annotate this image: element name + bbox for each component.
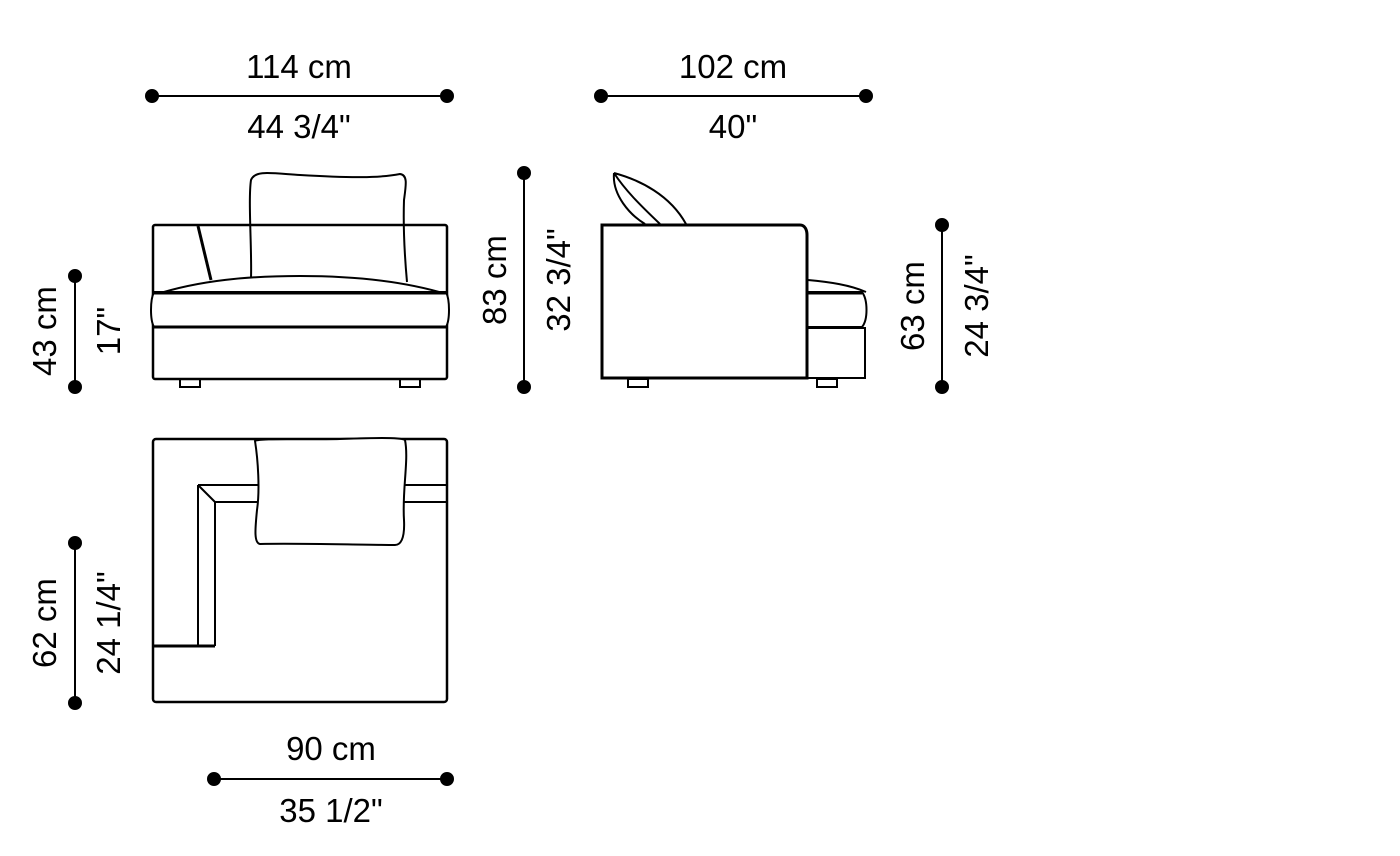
plan-depth-dimension — [68, 536, 82, 710]
front-view — [150, 172, 450, 388]
plan-width-cm: 90 cm — [286, 730, 376, 767]
plan-width-dimension — [207, 772, 454, 786]
side-depth-cm: 102 cm — [679, 48, 787, 85]
side-depth-in: 40" — [709, 108, 757, 145]
plan-view — [151, 437, 449, 704]
plan-depth-cm: 62 cm — [26, 578, 63, 668]
arm-height-cm: 63 cm — [894, 261, 931, 351]
plan-width-in: 35 1/2" — [279, 792, 382, 829]
total-height-in: 32 3/4" — [540, 228, 577, 331]
side-depth-dimension — [594, 89, 873, 103]
front-width-in: 44 3/4" — [247, 108, 350, 145]
total-height-cm: 83 cm — [476, 235, 513, 325]
front-width-cm: 114 cm — [246, 48, 352, 85]
total-height-dimension — [517, 166, 531, 394]
arm-height-in: 24 3/4" — [958, 254, 995, 357]
seat-height-in: 17" — [90, 307, 127, 355]
seat-height-dimension — [68, 269, 82, 394]
plan-depth-in: 24 1/4" — [90, 571, 127, 674]
front-width-dimension — [145, 89, 454, 103]
seat-height-cm: 43 cm — [26, 286, 63, 376]
side-view — [600, 172, 868, 388]
arm-height-dimension — [935, 218, 949, 394]
